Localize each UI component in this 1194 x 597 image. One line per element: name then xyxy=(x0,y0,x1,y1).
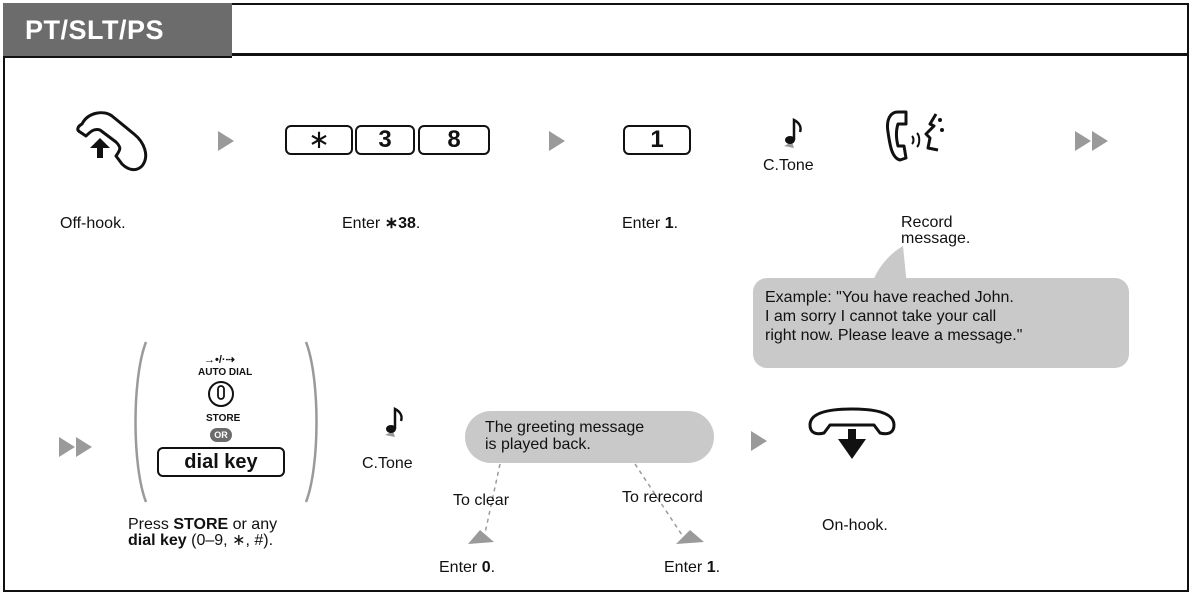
to-rerecord-label: To rerecord xyxy=(622,489,703,506)
key-1: 1 xyxy=(623,125,691,155)
ctone-label-2: C.Tone xyxy=(362,455,413,472)
or-badge: OR xyxy=(210,428,232,442)
example-line-3: right now. Please leave a message." xyxy=(765,327,1023,344)
diagram-frame xyxy=(3,3,1189,592)
example-bubble-pointer xyxy=(871,246,907,286)
auto-dial-label: AUTO DIAL xyxy=(198,367,253,378)
confirmation-tone-icon xyxy=(385,406,403,437)
record-message-label: Record message. xyxy=(901,214,971,247)
store-panel-brackets xyxy=(134,341,318,503)
header-rule xyxy=(232,53,1189,56)
greeting-bubble: The greeting message is played back. xyxy=(465,411,714,463)
key-3: 3 xyxy=(355,125,415,155)
example-line-1: Example: "You have reached John. xyxy=(765,289,1014,306)
greeting-line-2: is played back. xyxy=(485,436,591,453)
dial-key-box: dial key xyxy=(157,447,285,477)
store-label: STORE xyxy=(206,413,241,424)
confirmation-tone-icon xyxy=(784,117,802,148)
key-3-label: 3 xyxy=(378,126,392,153)
offhook-label: Off-hook. xyxy=(60,215,126,232)
greeting-line-1: The greeting message xyxy=(485,419,645,436)
onhook-label: On-hook. xyxy=(822,517,888,534)
example-bubble: Example: "You have reached John. I am so… xyxy=(753,278,1129,368)
offhook-handset-icon xyxy=(76,111,148,172)
header-tab: PT/SLT/PS xyxy=(3,3,232,58)
ctone-label-1: C.Tone xyxy=(763,157,814,174)
key-8: 8 xyxy=(418,125,490,155)
record-voice-icon xyxy=(886,110,944,162)
enter-1-label: Enter 1. xyxy=(622,215,679,232)
star-key-label: ∗ xyxy=(308,124,330,154)
enter-1b-label: Enter 1. xyxy=(664,559,721,576)
header-title: PT/SLT/PS xyxy=(25,15,165,45)
dial-key-label: dial key xyxy=(184,451,258,473)
star-key: ∗ xyxy=(285,125,353,155)
branch-arrows xyxy=(468,463,704,544)
example-line-2: I am sorry I cannot take your call xyxy=(765,308,997,325)
step-arrow-icon xyxy=(218,131,234,151)
key-8-label: 8 xyxy=(447,126,461,153)
to-clear-label: To clear xyxy=(453,492,510,509)
enter-0-label: Enter 0. xyxy=(439,559,496,576)
store-button-icon xyxy=(208,381,234,407)
continue-arrow-icon xyxy=(1075,131,1108,151)
onhook-handset-icon xyxy=(808,407,896,459)
key-1-label: 1 xyxy=(650,126,664,153)
continue-arrow-icon xyxy=(59,437,92,457)
store-arrows-label: →•/·⇢ xyxy=(204,354,235,366)
step-arrow-icon xyxy=(751,431,767,451)
step-arrow-icon xyxy=(549,131,565,151)
enter-38-label: Enter ∗38. xyxy=(342,215,421,232)
